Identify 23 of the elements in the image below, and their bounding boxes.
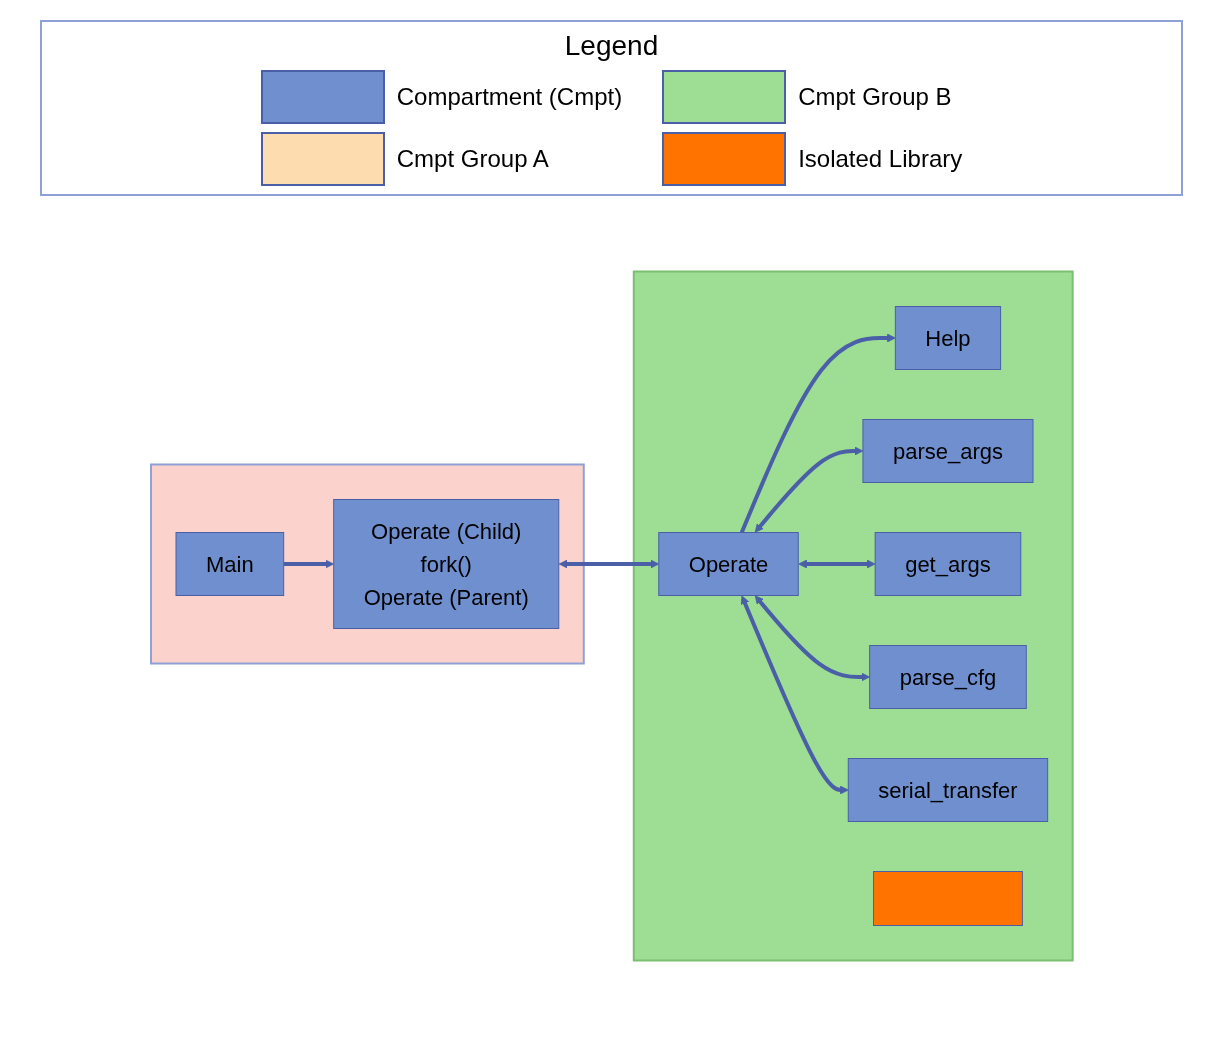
cluster — [149, 463, 585, 665]
arrow — [283, 559, 334, 569]
arrow — [797, 559, 876, 569]
arrow — [754, 446, 863, 533]
node-box: get_args — [874, 532, 1021, 596]
node-bar — [872, 871, 1023, 926]
node-box: Main — [175, 532, 284, 596]
legend-text: Cmpt Group B — [798, 83, 952, 111]
arrow — [740, 595, 849, 795]
legend-text: Cmpt Group A — [396, 145, 549, 173]
cluster — [632, 270, 1074, 962]
arrow — [558, 559, 659, 569]
legend-text: Isolated Library — [798, 145, 963, 173]
legend-text: Compartment (Cmpt) — [396, 83, 623, 111]
node-box: Operate (Child) fork() Operate (Parent) — [332, 499, 559, 629]
node-box: serial_transfer — [847, 758, 1048, 822]
node-box: Help — [894, 306, 1001, 370]
arrow — [754, 595, 870, 682]
node-box: parse_cfg — [868, 645, 1027, 709]
legend-title: Legend — [564, 30, 659, 62]
node-box: Operate — [657, 532, 799, 596]
arrow — [739, 333, 896, 534]
node-box: parse_args — [862, 419, 1034, 483]
